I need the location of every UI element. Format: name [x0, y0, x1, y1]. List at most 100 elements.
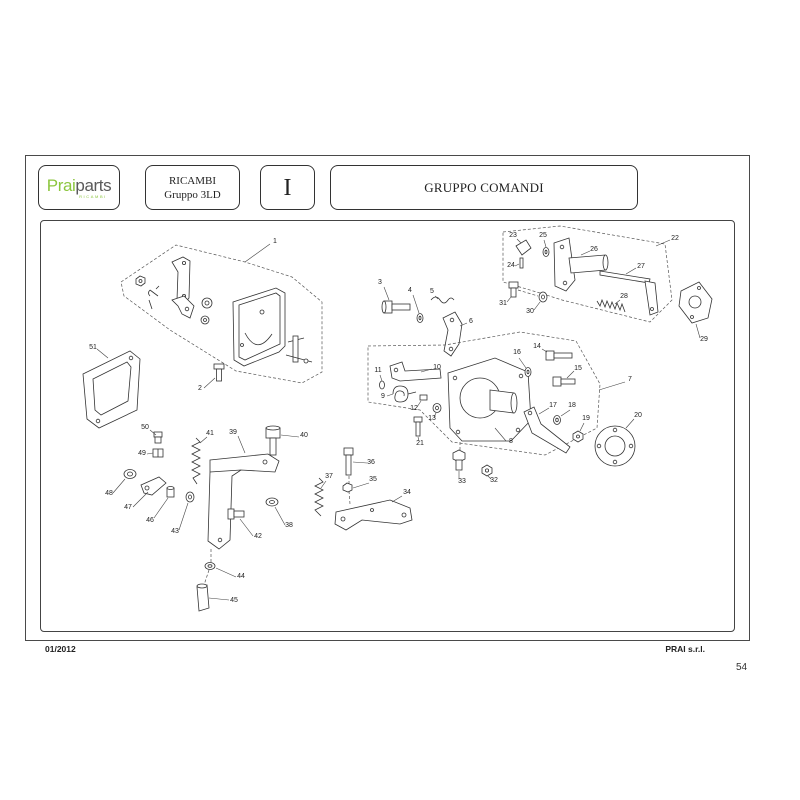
callout-35: 35	[369, 476, 377, 483]
callout-19: 19	[582, 415, 590, 422]
dashed-link-31-30	[517, 289, 539, 297]
category-label: RICAMBI	[168, 174, 217, 187]
section-box: I	[260, 165, 315, 210]
page-frame	[25, 155, 750, 641]
callout-30: 30	[526, 308, 534, 315]
part-41-spring: 41	[191, 430, 214, 485]
callout-46: 46	[146, 517, 154, 524]
part-8-housing: 8	[447, 357, 532, 445]
leader-1	[244, 243, 271, 263]
page-number: 54	[736, 662, 748, 673]
section-letter: I	[283, 174, 292, 201]
callout-18: 18	[568, 402, 576, 409]
callout-49: 49	[138, 450, 146, 457]
callout-44: 44	[237, 573, 245, 580]
footer-date: 01/2012	[45, 644, 76, 654]
group-1-outline	[120, 244, 323, 384]
callout-16: 16	[513, 349, 521, 356]
part-24-pin: 24	[507, 257, 524, 269]
part-51-plate: 51	[82, 344, 141, 429]
part-48-nut: 48	[105, 469, 137, 497]
part-33-bolt: 33	[452, 449, 466, 485]
part-16-washer: 16	[513, 349, 532, 377]
engine-group-label: Gruppo 3LD	[164, 188, 221, 201]
callout-43: 43	[171, 528, 179, 535]
callout-6: 6	[469, 318, 473, 325]
callout-14: 14	[533, 343, 541, 350]
part-39-bracket: 39	[207, 429, 280, 550]
pin	[148, 285, 160, 310]
part-4-washer: 4	[408, 287, 424, 323]
callout-50: 50	[141, 424, 149, 431]
callout-40: 40	[300, 432, 308, 439]
callout-45: 45	[230, 597, 238, 604]
part-3-bolt: 3	[378, 279, 411, 314]
part-17-lever: 17	[523, 402, 571, 454]
callout-2: 2	[198, 385, 202, 392]
callout-10: 10	[433, 364, 441, 371]
part-5-clip: 5	[430, 288, 455, 304]
part-47-lever: 47	[124, 476, 167, 511]
part-15-bolt: 15	[552, 365, 582, 387]
part-50-cap: 50	[141, 424, 163, 444]
title-box: GRUPPO COMANDI	[330, 165, 638, 210]
callout-37: 37	[325, 473, 333, 480]
footer-company: PRAI s.r.l.	[665, 644, 705, 654]
callout-3: 3	[378, 279, 382, 286]
part-18-washer: 18	[553, 402, 576, 425]
praiparts-logo: Praiparts RICAMBI	[38, 165, 120, 210]
callout-51: 51	[89, 344, 97, 351]
part-1-assembly: 1	[120, 238, 323, 384]
part-6-lever: 6	[442, 311, 473, 357]
logo-wordmark: Praiparts	[47, 177, 112, 194]
part-11-washer: 11	[374, 367, 385, 390]
callout-4: 4	[408, 287, 412, 294]
part-35-nut: 35	[342, 476, 377, 493]
part-31-bolt: 31	[499, 281, 519, 307]
callout-38: 38	[285, 522, 293, 529]
part-36-bolt: 36	[343, 447, 375, 476]
callout-21: 21	[416, 440, 424, 447]
diagram-frame	[40, 220, 735, 632]
part-10-lever-shaft: 10	[389, 361, 442, 382]
callout-33: 33	[458, 478, 466, 485]
callout-26: 26	[590, 246, 598, 253]
callout-9: 9	[381, 393, 385, 400]
part-29-gasket: 29	[678, 281, 713, 343]
callout-25: 25	[539, 232, 547, 239]
part-26-plate-shaft: 26	[553, 237, 609, 292]
callout-47: 47	[124, 504, 132, 511]
callout-41: 41	[206, 430, 214, 437]
part-44-nut: 44	[204, 562, 245, 580]
callout-28: 28	[620, 293, 628, 300]
callout-23: 23	[509, 232, 517, 239]
part-13-nut: 13	[428, 403, 442, 422]
part-46-pin: 46	[146, 486, 175, 524]
logo-tagline: RICAMBI	[79, 193, 107, 199]
part-43-washer: 43	[171, 491, 195, 535]
washer-lower	[200, 315, 210, 325]
callout-34: 34	[403, 489, 411, 496]
part-45-stud: 45	[196, 583, 238, 612]
callout-29: 29	[700, 336, 708, 343]
part-21-bolt: 21	[413, 416, 424, 447]
dashed-link-36-34	[348, 476, 351, 505]
crank-lever	[285, 335, 313, 364]
callout-11: 11	[374, 367, 381, 374]
part-32-nut: 32	[481, 464, 498, 484]
part-7-assembly: 7	[367, 331, 632, 456]
callout-5: 5	[430, 288, 434, 295]
dashed-link-39-44	[203, 549, 212, 586]
callout-15: 15	[574, 365, 582, 372]
nut	[135, 275, 146, 287]
page-title: GRUPPO COMANDI	[424, 179, 544, 195]
callout-8: 8	[509, 438, 513, 445]
part-30-washer: 30	[526, 291, 548, 315]
callout-32: 32	[490, 477, 498, 484]
callout-7: 7	[628, 376, 632, 383]
part-19-nut: 19	[572, 415, 590, 443]
lever-arm	[171, 295, 195, 319]
part-25-washer: 25	[539, 232, 550, 257]
category-box: RICAMBI Gruppo 3LD	[145, 165, 240, 210]
group-7-outline	[367, 331, 601, 456]
